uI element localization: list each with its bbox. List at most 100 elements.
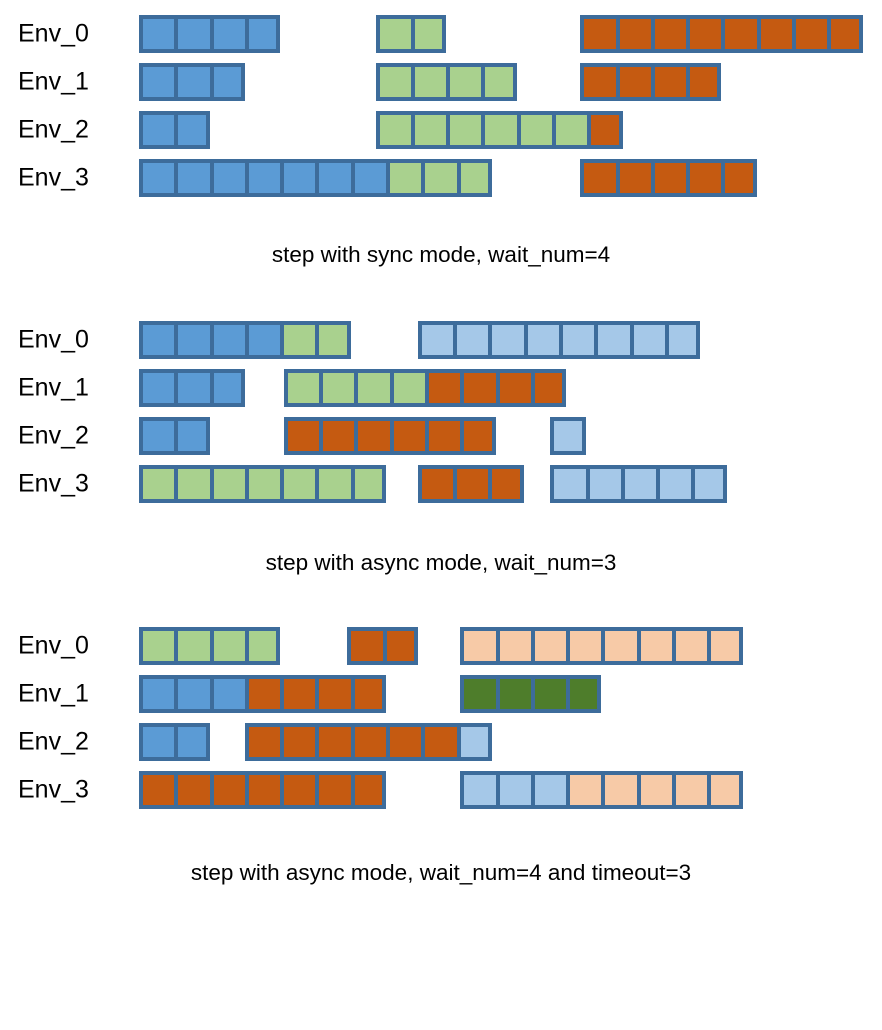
timeline-cell-orange[interactable] — [580, 19, 616, 49]
timeline-block[interactable] — [139, 723, 210, 761]
timeline-cell-green[interactable] — [354, 373, 390, 403]
timeline-cell-peach[interactable] — [707, 631, 743, 661]
timeline-cell-blue[interactable] — [174, 325, 210, 355]
timeline-cell-peach[interactable] — [636, 775, 672, 805]
timeline-cell-peach[interactable] — [460, 631, 496, 661]
timeline-cell-orange[interactable] — [244, 727, 281, 757]
timeline-block[interactable] — [139, 771, 387, 809]
timeline-cell-orange[interactable] — [686, 67, 722, 97]
timeline-cell-orange[interactable] — [453, 469, 489, 499]
timeline-cell-blue[interactable] — [139, 19, 175, 49]
timeline-cell-green[interactable] — [139, 631, 175, 661]
timeline-cell-peach[interactable] — [672, 631, 708, 661]
timeline-cell-green[interactable] — [139, 469, 175, 499]
timeline-cell-dark-green[interactable] — [566, 679, 602, 709]
timeline-cell-orange[interactable] — [721, 163, 757, 193]
timeline-cell-peach[interactable] — [601, 631, 637, 661]
timeline-cell-orange[interactable] — [421, 727, 457, 757]
timeline-cell-green[interactable] — [421, 163, 457, 193]
timeline-cell-light-blue[interactable] — [523, 325, 560, 355]
timeline-cell-light-blue[interactable] — [495, 775, 531, 805]
timeline-block[interactable] — [139, 465, 387, 503]
timeline-cell-peach[interactable] — [530, 631, 567, 661]
timeline-block[interactable] — [417, 465, 524, 503]
timeline-cell-orange[interactable] — [756, 19, 793, 49]
timeline-block[interactable] — [375, 63, 517, 101]
timeline-cell-orange[interactable] — [650, 67, 687, 97]
timeline-cell-green[interactable] — [446, 67, 482, 97]
timeline-cell-green[interactable] — [551, 115, 588, 145]
timeline-block[interactable] — [375, 15, 447, 53]
timeline-block[interactable] — [580, 63, 722, 101]
timeline-cell-light-blue[interactable] — [550, 469, 586, 499]
timeline-cell-blue[interactable] — [280, 163, 316, 193]
timeline-cell-blue[interactable] — [244, 163, 281, 193]
timeline-cell-blue[interactable] — [174, 67, 210, 97]
timeline-block[interactable] — [139, 15, 281, 53]
timeline-cell-light-blue[interactable] — [550, 421, 586, 451]
timeline-cell-light-blue[interactable] — [620, 469, 657, 499]
timeline-cell-blue[interactable] — [139, 67, 175, 97]
timeline-cell-light-blue[interactable] — [453, 325, 489, 355]
timeline-cell-orange[interactable] — [280, 679, 316, 709]
timeline-cell-green[interactable] — [410, 115, 447, 145]
timeline-cell-blue[interactable] — [174, 679, 210, 709]
timeline-block[interactable] — [139, 627, 281, 665]
timeline-cell-dark-green[interactable] — [495, 679, 531, 709]
timeline-cell-orange[interactable] — [350, 679, 387, 709]
timeline-cell-blue[interactable] — [139, 163, 175, 193]
timeline-cell-orange[interactable] — [350, 727, 387, 757]
timeline-cell-peach[interactable] — [672, 775, 708, 805]
timeline-block[interactable] — [460, 675, 602, 713]
timeline-block[interactable] — [139, 111, 210, 149]
timeline-cell-green[interactable] — [386, 163, 422, 193]
timeline-cell-orange[interactable] — [386, 727, 422, 757]
timeline-cell-green[interactable] — [350, 469, 387, 499]
timeline-cell-orange[interactable] — [580, 67, 616, 97]
timeline-cell-orange[interactable] — [244, 775, 281, 805]
timeline-cell-blue[interactable] — [139, 421, 175, 451]
timeline-cell-orange[interactable] — [280, 727, 316, 757]
timeline-cell-dark-green[interactable] — [530, 679, 567, 709]
timeline-cell-orange[interactable] — [721, 19, 757, 49]
timeline-cell-blue[interactable] — [174, 163, 210, 193]
timeline-cell-green[interactable] — [410, 67, 447, 97]
timeline-cell-green[interactable] — [375, 115, 411, 145]
timeline-cell-blue[interactable] — [209, 163, 245, 193]
timeline-block[interactable] — [139, 159, 492, 197]
timeline-cell-orange[interactable] — [315, 727, 351, 757]
timeline-cell-blue[interactable] — [209, 679, 245, 709]
timeline-cell-orange[interactable] — [424, 373, 461, 403]
timeline-cell-orange[interactable] — [424, 421, 461, 451]
timeline-cell-blue[interactable] — [174, 115, 210, 145]
timeline-cell-blue[interactable] — [244, 19, 281, 49]
timeline-cell-green[interactable] — [283, 373, 320, 403]
timeline-cell-green[interactable] — [375, 19, 411, 49]
timeline-cell-green[interactable] — [244, 469, 281, 499]
timeline-cell-blue[interactable] — [209, 19, 245, 49]
timeline-cell-blue[interactable] — [174, 727, 210, 757]
timeline-cell-orange[interactable] — [174, 775, 210, 805]
timeline-cell-green[interactable] — [209, 631, 245, 661]
timeline-cell-green[interactable] — [315, 469, 351, 499]
timeline-cell-blue[interactable] — [174, 19, 210, 49]
timeline-block[interactable] — [580, 15, 863, 53]
timeline-cell-orange[interactable] — [460, 373, 496, 403]
timeline-cell-blue[interactable] — [315, 163, 351, 193]
timeline-cell-blue[interactable] — [209, 67, 245, 97]
timeline-cell-orange[interactable] — [650, 19, 687, 49]
timeline-block[interactable] — [375, 111, 623, 149]
timeline-cell-orange[interactable] — [615, 67, 651, 97]
timeline-cell-green[interactable] — [446, 115, 482, 145]
timeline-cell-blue[interactable] — [350, 163, 387, 193]
timeline-block[interactable] — [139, 417, 210, 455]
timeline-cell-light-blue[interactable] — [691, 469, 727, 499]
timeline-cell-light-blue[interactable] — [417, 325, 454, 355]
timeline-cell-blue[interactable] — [139, 679, 175, 709]
timeline-cell-orange[interactable] — [460, 421, 496, 451]
timeline-block[interactable] — [550, 417, 586, 455]
timeline-cell-orange[interactable] — [650, 163, 687, 193]
timeline-cell-green[interactable] — [315, 325, 351, 355]
timeline-cell-green[interactable] — [481, 115, 517, 145]
timeline-cell-blue[interactable] — [174, 421, 210, 451]
